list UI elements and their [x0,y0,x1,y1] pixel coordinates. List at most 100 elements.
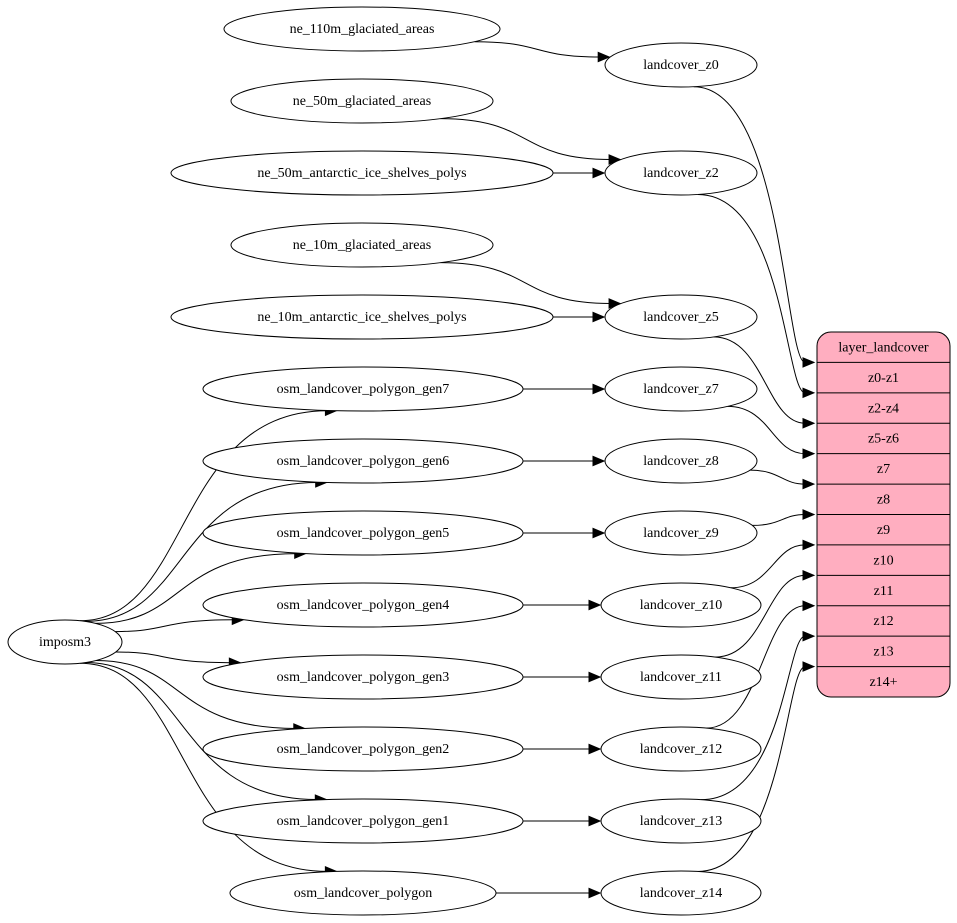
edge-landcover_z9-to-record-z9 [752,514,806,526]
record-row-z7[interactable]: z7 [877,462,890,477]
node-label-landcover_z2: landcover_z2 [643,166,718,181]
edge-arrowhead [802,600,816,612]
node-label-landcover_z12: landcover_z12 [640,742,722,757]
node-label-ne_10m_antarctic_ice_shelves_polys: ne_10m_antarctic_ice_shelves_polys [257,310,466,325]
edge-arrowhead [588,671,602,683]
edge-arrowhead [592,455,606,467]
node-label-landcover_z8: landcover_z8 [643,454,718,469]
node-landcover_z10[interactable] [600,582,762,628]
node-landcover_z2[interactable] [604,150,758,196]
record-row-z0[interactable]: z0-z1 [868,371,899,386]
node-ne_50m_glaciated_areas[interactable] [230,78,494,124]
edges-layer [79,41,816,899]
node-label-osm_landcover_polygon_gen5: osm_landcover_polygon_gen5 [277,526,450,541]
node-landcover_z9[interactable] [604,510,758,556]
record-row-z2[interactable]: z2-z4 [868,401,899,416]
edge-arrowhead [588,887,602,899]
node-label-ne_50m_glaciated_areas: ne_50m_glaciated_areas [293,94,431,109]
node-ne_50m_antarctic_ice_shelves_polys[interactable] [170,150,554,196]
record-row-z13[interactable]: z13 [873,645,893,660]
node-landcover_z13[interactable] [600,798,762,844]
node-osm_landcover_polygon_gen4[interactable] [202,582,524,628]
node-landcover_z0[interactable] [604,42,758,88]
edge-arrowhead [802,387,816,399]
edge-imposm3-to-osm_landcover_polygon_gen7 [79,410,328,622]
edge-arrowhead [588,599,602,611]
edge-landcover_z11-to-record-z11 [715,574,806,658]
record-row-z11[interactable]: z11 [874,584,894,599]
node-osm_landcover_polygon[interactable] [229,870,497,916]
node-landcover_z8[interactable] [604,438,758,484]
node-osm_landcover_polygon_gen6[interactable] [202,438,524,484]
node-label-ne_10m_glaciated_areas: ne_10m_glaciated_areas [293,238,431,253]
node-landcover_z14[interactable] [600,870,762,916]
edge-arrowhead [802,478,816,490]
node-landcover_z11[interactable] [600,654,762,700]
edge-landcover_z5-to-record-z5 [713,336,806,424]
edge-ne_50m_glaciated_areas-to-landcover_z2 [440,118,612,160]
node-osm_landcover_polygon_gen2[interactable] [202,726,524,772]
record-header-label: layer_landcover [838,340,929,355]
node-label-landcover_z7: landcover_z7 [643,382,718,397]
edge-imposm3-to-osm_landcover_polygon [80,662,328,872]
node-landcover_z7[interactable] [604,366,758,412]
node-ne_110m_glaciated_areas[interactable] [223,6,501,52]
labels-layer: layer_landcover z0-z1 z2-z4 z5-z6 z7 z8 z9 z10 z… [39,22,929,901]
edge-landcover_z14-to-record-z14 [697,666,806,872]
record-row-z10[interactable]: z10 [873,553,893,568]
node-landcover_z12[interactable] [600,726,762,772]
node-osm_landcover_polygon_gen5[interactable] [202,510,524,556]
node-label-landcover_z0: landcover_z0 [643,58,718,73]
node-imposm3[interactable] [7,619,123,665]
node-label-osm_landcover_polygon_gen1: osm_landcover_polygon_gen1 [277,814,450,829]
edge-ne_10m_glaciated_areas-to-landcover_z5 [440,262,612,304]
record-row-z5[interactable]: z5-z6 [868,432,899,447]
node-label-ne_50m_antarctic_ice_shelves_polys: ne_50m_antarctic_ice_shelves_polys [257,166,466,181]
node-ne_10m_antarctic_ice_shelves_polys[interactable] [170,294,554,340]
edge-arrowhead [802,417,816,429]
node-label-ne_110m_glaciated_areas: ne_110m_glaciated_areas [290,22,435,37]
node-label-osm_landcover_polygon_gen7: osm_landcover_polygon_gen7 [277,382,450,397]
record-row-z14[interactable]: z14+ [869,675,897,690]
nodes-layer [7,6,762,916]
edge-imposm3-to-osm_landcover_polygon_gen3 [115,651,232,664]
edge-arrowhead [802,630,816,642]
node-label-osm_landcover_polygon: osm_landcover_polygon [294,886,432,901]
edge-arrowhead [802,539,816,551]
edge-landcover_z0-to-record-z0 [693,86,806,363]
node-osm_landcover_polygon_gen3[interactable] [202,654,524,700]
node-osm_landcover_polygon_gen7[interactable] [202,366,524,412]
node-label-landcover_z9: landcover_z9 [643,526,718,541]
record-row-z12[interactable]: z12 [873,614,893,629]
edge-ne_110m_glaciated_areas-to-landcover_z0 [474,41,601,58]
record-row-z8[interactable]: z8 [877,493,890,508]
edge-landcover_z10-to-record-z10 [730,544,806,589]
node-label-osm_landcover_polygon_gen6: osm_landcover_polygon_gen6 [277,454,450,469]
edge-landcover_z7-to-record-z7 [727,405,806,455]
node-landcover_z5[interactable] [604,294,758,340]
edge-imposm3-to-osm_landcover_polygon_gen1 [85,662,318,801]
edge-imposm3-to-osm_landcover_polygon_gen2 [95,660,296,729]
edge-arrowhead [592,167,606,179]
node-label-landcover_z13: landcover_z13 [640,814,722,829]
edge-landcover_z8-to-record-z8 [750,469,806,485]
node-osm_landcover_polygon_gen1[interactable] [202,798,524,844]
edge-arrowhead [592,527,606,539]
node-label-osm_landcover_polygon_gen4: osm_landcover_polygon_gen4 [277,598,450,613]
edge-imposm3-to-osm_landcover_polygon_gen4 [115,619,235,633]
edge-arrowhead [802,357,816,368]
edge-arrowhead [592,311,606,323]
node-label-landcover_z11: landcover_z11 [640,670,722,685]
edge-imposm3-to-osm_landcover_polygon_gen6 [85,481,318,622]
node-ne_10m_glaciated_areas[interactable] [230,222,494,268]
edge-arrowhead [802,661,816,672]
edge-arrowhead [802,448,816,460]
edge-arrowhead [588,815,602,827]
edge-landcover_z2-to-record-z2 [697,193,806,394]
record-node-layer [816,331,951,698]
edge-imposm3-to-osm_landcover_polygon_gen5 [95,553,297,624]
edge-landcover_z13-to-record-z13 [701,635,806,801]
node-label-landcover_z5: landcover_z5 [643,310,718,325]
record-row-z9[interactable]: z9 [877,523,890,538]
